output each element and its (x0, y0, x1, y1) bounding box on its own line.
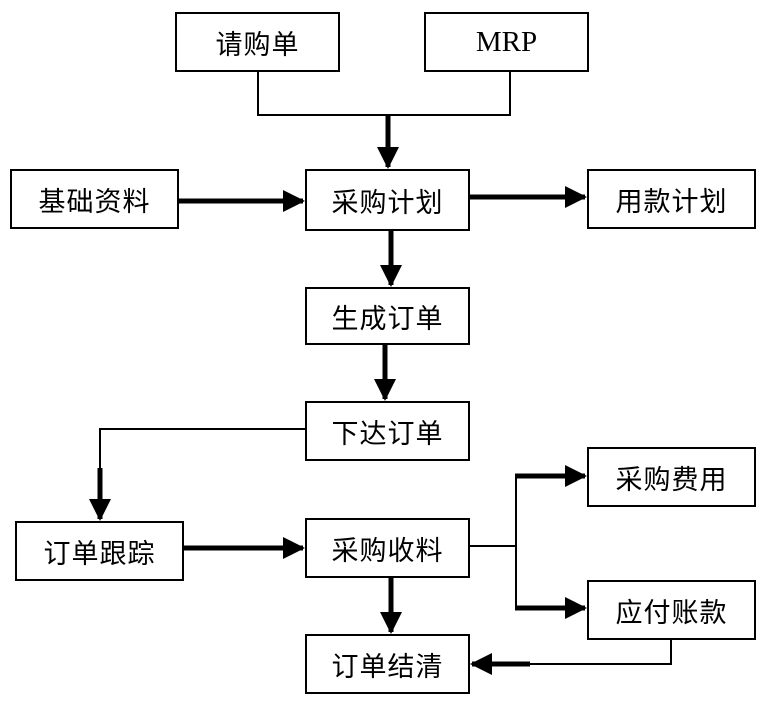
node-order-closing-label: 订单结清 (331, 651, 444, 683)
node-base-data: 基础资料 (10, 169, 179, 229)
node-order-tracking-label: 订单跟踪 (43, 538, 156, 570)
node-base-data-label: 基础资料 (38, 186, 151, 218)
node-purchase-request: 请购单 (175, 12, 340, 72)
node-generate-order-label: 生成订单 (331, 303, 444, 335)
node-purchase-request-label: 请购单 (215, 29, 300, 61)
node-accounts-payable: 应付账款 (587, 580, 756, 640)
node-order-tracking: 订单跟踪 (15, 521, 184, 581)
node-purchase-receiving: 采购收料 (305, 518, 470, 578)
node-issue-order: 下达订单 (305, 401, 470, 461)
node-purchase-cost: 采购费用 (587, 447, 756, 507)
node-purchase-plan-label: 采购计划 (331, 187, 444, 219)
node-payment-plan-label: 用款计划 (615, 186, 728, 218)
node-purchase-plan: 采购计划 (305, 169, 470, 231)
node-issue-order-label: 下达订单 (331, 418, 444, 450)
node-purchase-cost-label: 采购费用 (615, 464, 728, 496)
node-accounts-payable-label: 应付账款 (615, 597, 728, 629)
node-mrp: MRP (424, 12, 589, 72)
connector-payable-to-closing (528, 640, 672, 665)
node-generate-order: 生成订单 (305, 287, 470, 345)
connector-issueorder-to-tracking (99, 428, 305, 470)
node-mrp-label: MRP (475, 25, 538, 58)
node-purchase-receiving-label: 采购收料 (331, 535, 444, 567)
node-order-closing: 订单结清 (305, 634, 470, 694)
connector-request-mrp-merge (257, 72, 511, 116)
node-payment-plan: 用款计划 (587, 169, 756, 229)
